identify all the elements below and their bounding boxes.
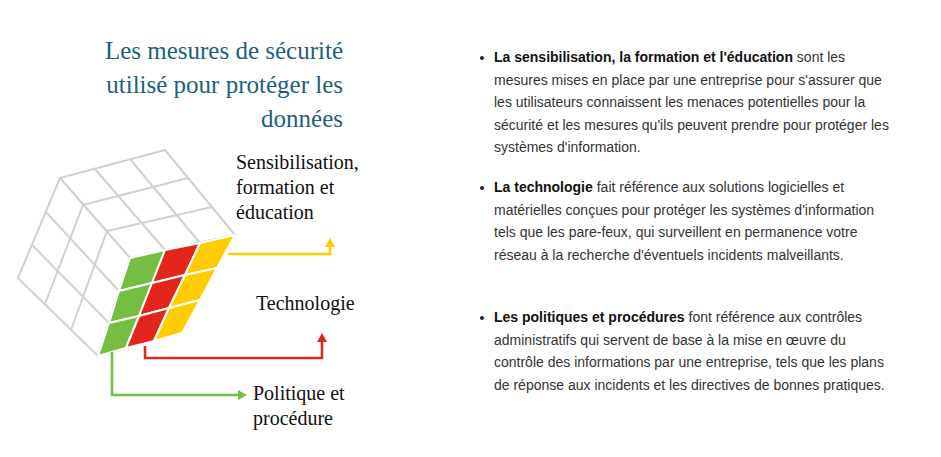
- bullet-dot: [480, 316, 484, 320]
- bullet-paragraph: Les politiques et procéduresfont référen…: [494, 306, 894, 396]
- grid-line: [130, 159, 200, 243]
- bold-term: Les politiques et procédures: [494, 309, 685, 325]
- bullet-dot: [480, 56, 484, 60]
- yellow-cell: [154, 300, 200, 341]
- bold-term: La sensibilisation, la formation et l'éd…: [494, 49, 793, 65]
- arrow-head: [238, 390, 247, 400]
- leader-line: [145, 341, 322, 358]
- bold-term: La technologie: [494, 179, 593, 195]
- leader-line: [228, 246, 330, 254]
- diagram-title: Les mesures de sécurité utilisé pour pro…: [85, 34, 343, 136]
- grid-line: [45, 205, 83, 304]
- bullet-paragraph: La sensibilisation, la formation et l'éd…: [494, 46, 894, 159]
- grid-line: [83, 178, 188, 205]
- arrow-head: [325, 238, 335, 247]
- cube-label: Technologie: [256, 291, 406, 316]
- cube-label: Politique et procédure: [253, 381, 378, 431]
- grid-line: [107, 207, 212, 231]
- grid-line: [45, 211, 119, 291]
- arrow-head: [317, 333, 327, 342]
- bullet-dot: [480, 186, 484, 190]
- cube-label: Sensibilisation, formation et éducation: [236, 150, 391, 225]
- cube-front-face: [98, 235, 235, 356]
- leader-line: [112, 352, 239, 395]
- grid-line: [71, 231, 107, 330]
- bullet-paragraph: La technologiefait référence aux solutio…: [494, 176, 894, 266]
